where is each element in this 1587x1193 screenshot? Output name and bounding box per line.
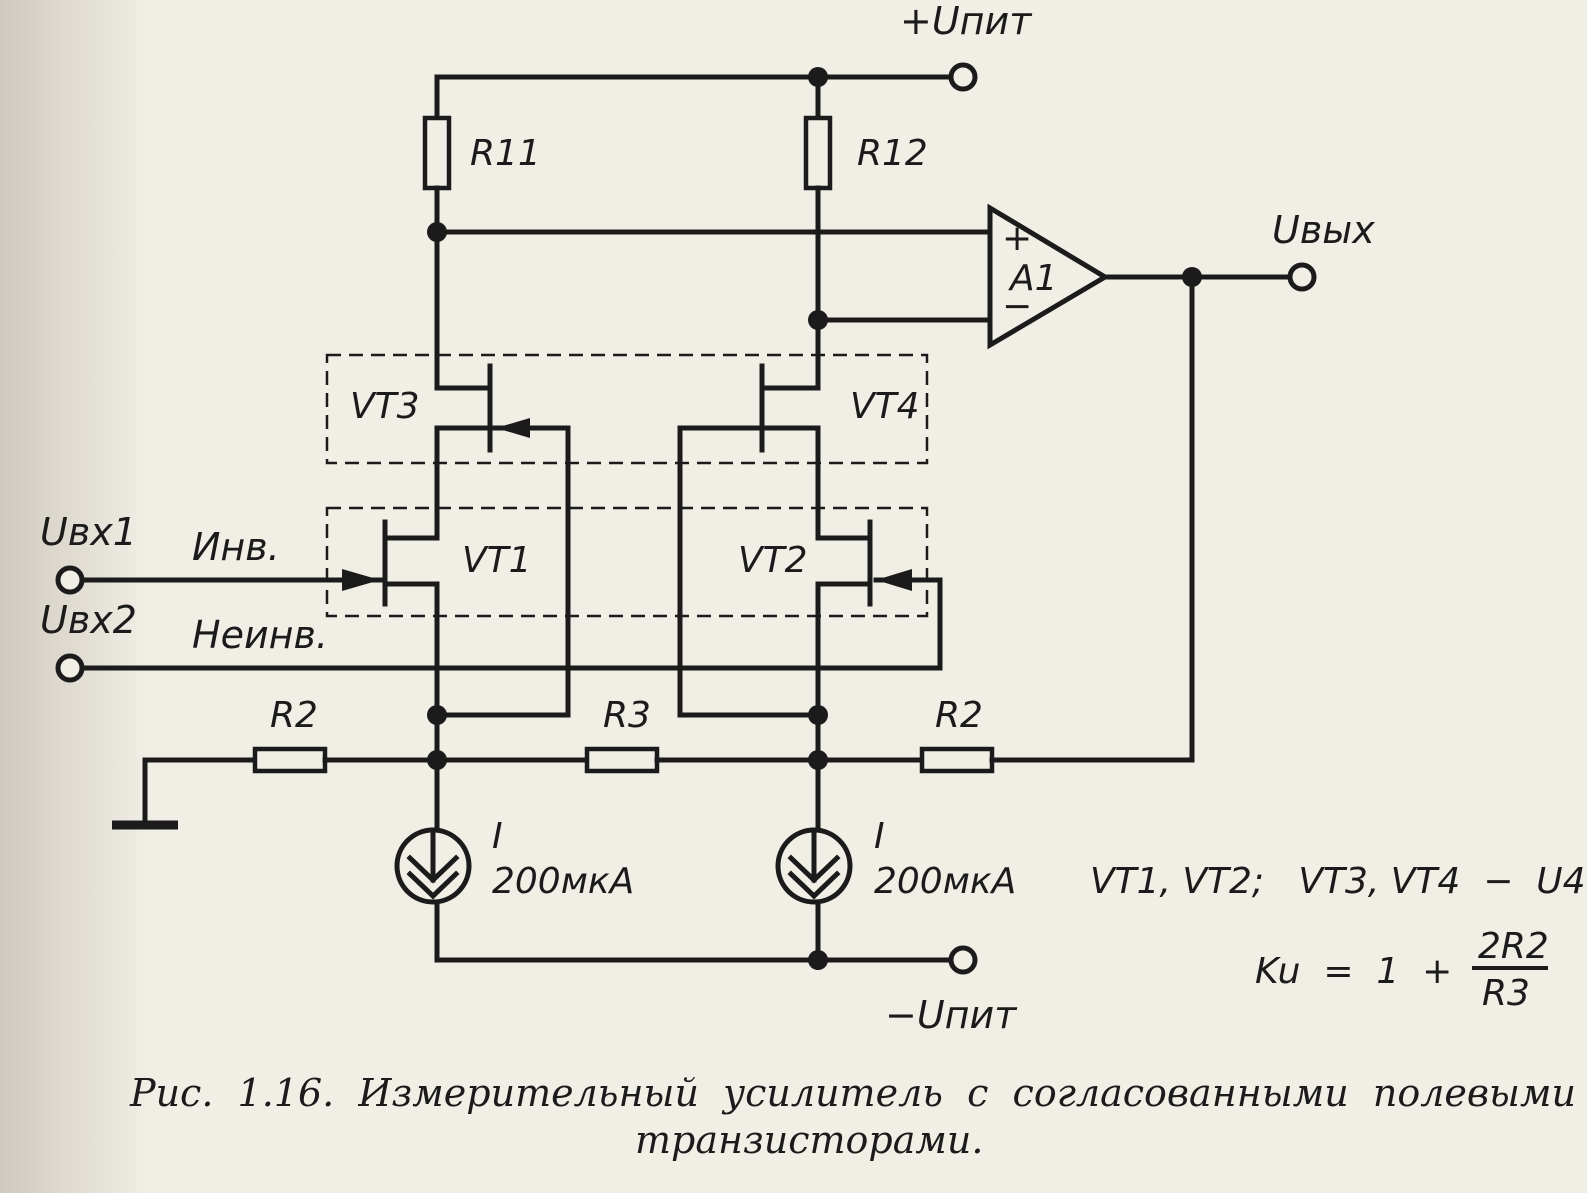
vt4-source-to-vt2-drain — [759, 425, 873, 541]
figure-caption-line1: Рис. 1.16. Измерительный усилитель с сог… — [129, 1071, 1576, 1115]
junction — [427, 750, 447, 770]
r11-resistor — [422, 115, 452, 191]
junction — [808, 950, 828, 970]
junction — [427, 705, 447, 725]
vt3-source-to-vt1-drain — [382, 425, 440, 541]
plus-supply-terminal — [948, 62, 978, 92]
vt1-source — [382, 581, 440, 763]
r3-label: R3 — [603, 695, 651, 736]
r2-right-resistor — [919, 746, 995, 774]
junction — [808, 705, 828, 725]
opamp-a1 — [987, 203, 1110, 350]
source2-bottom-wire — [815, 899, 966, 963]
feedback-wire — [989, 274, 1195, 763]
source2-value: 200мкА — [874, 861, 1016, 902]
junction — [808, 750, 828, 770]
gain-formula-denominator: R3 — [1482, 973, 1530, 1014]
output-label: Uвых — [1272, 208, 1375, 252]
r11-to-vt3-drain — [434, 185, 493, 391]
opamp-minus-sign: − — [1002, 286, 1032, 327]
vt2-gate-arrow — [876, 569, 912, 591]
r12-label: R12 — [857, 133, 928, 174]
transistor-note: VT1, VT2; VT3, VT4 − U401 — [1090, 861, 1587, 902]
junction — [427, 222, 447, 242]
plus-supply-label: +Uпит — [900, 0, 1033, 43]
junction — [1182, 267, 1202, 287]
junction — [808, 310, 828, 330]
minus-supply-terminal — [948, 945, 978, 975]
figure-caption-line2: транзисторами. — [635, 1118, 983, 1162]
gain-formula-numerator: 2R2 — [1478, 926, 1549, 967]
input1-terminal — [55, 565, 85, 595]
r12-to-vt4-drain — [759, 185, 821, 391]
source2-name: I — [874, 816, 885, 857]
current-source-1-arrow — [406, 827, 460, 900]
vt4-gate-to-vt2-source — [677, 425, 821, 718]
input2-label: Uвх2 — [40, 598, 137, 642]
inverting-label: Инв. — [192, 525, 280, 569]
r2-right-label: R2 — [935, 695, 983, 736]
vt3-label: VT3 — [350, 386, 420, 427]
minus-supply-label: −Uпит — [885, 993, 1018, 1037]
vt3-arrow — [496, 418, 530, 438]
vt1-gate-arrow — [342, 569, 380, 591]
current-source-2-arrow — [787, 827, 841, 900]
source1-value: 200мкА — [492, 861, 634, 902]
source1-name: I — [492, 816, 503, 857]
source1-bottom-wire — [434, 899, 821, 963]
vt4-label: VT4 — [850, 386, 920, 427]
r12-resistor — [803, 115, 833, 191]
junction — [808, 67, 828, 87]
r2-left-label: R2 — [270, 695, 318, 736]
vt1-label: VT1 — [462, 540, 532, 581]
vt3-vt4-box — [325, 353, 929, 465]
noninverting-label: Неинв. — [192, 613, 328, 657]
r11-label: R11 — [470, 133, 541, 174]
gain-formula-lhs: Ku = 1 + — [1255, 951, 1452, 992]
input2-terminal — [55, 653, 85, 683]
r3-resistor — [584, 746, 660, 774]
output-terminal — [1287, 262, 1317, 292]
r2-left-resistor — [252, 746, 328, 774]
vt1-vt2-box — [325, 506, 929, 618]
opamp-plus-sign: + — [1002, 218, 1032, 259]
opamp-label: A1 — [1008, 258, 1058, 299]
vt2-label: VT2 — [738, 540, 808, 581]
vt2-source — [815, 581, 873, 763]
input1-label: Uвх1 — [40, 510, 137, 554]
